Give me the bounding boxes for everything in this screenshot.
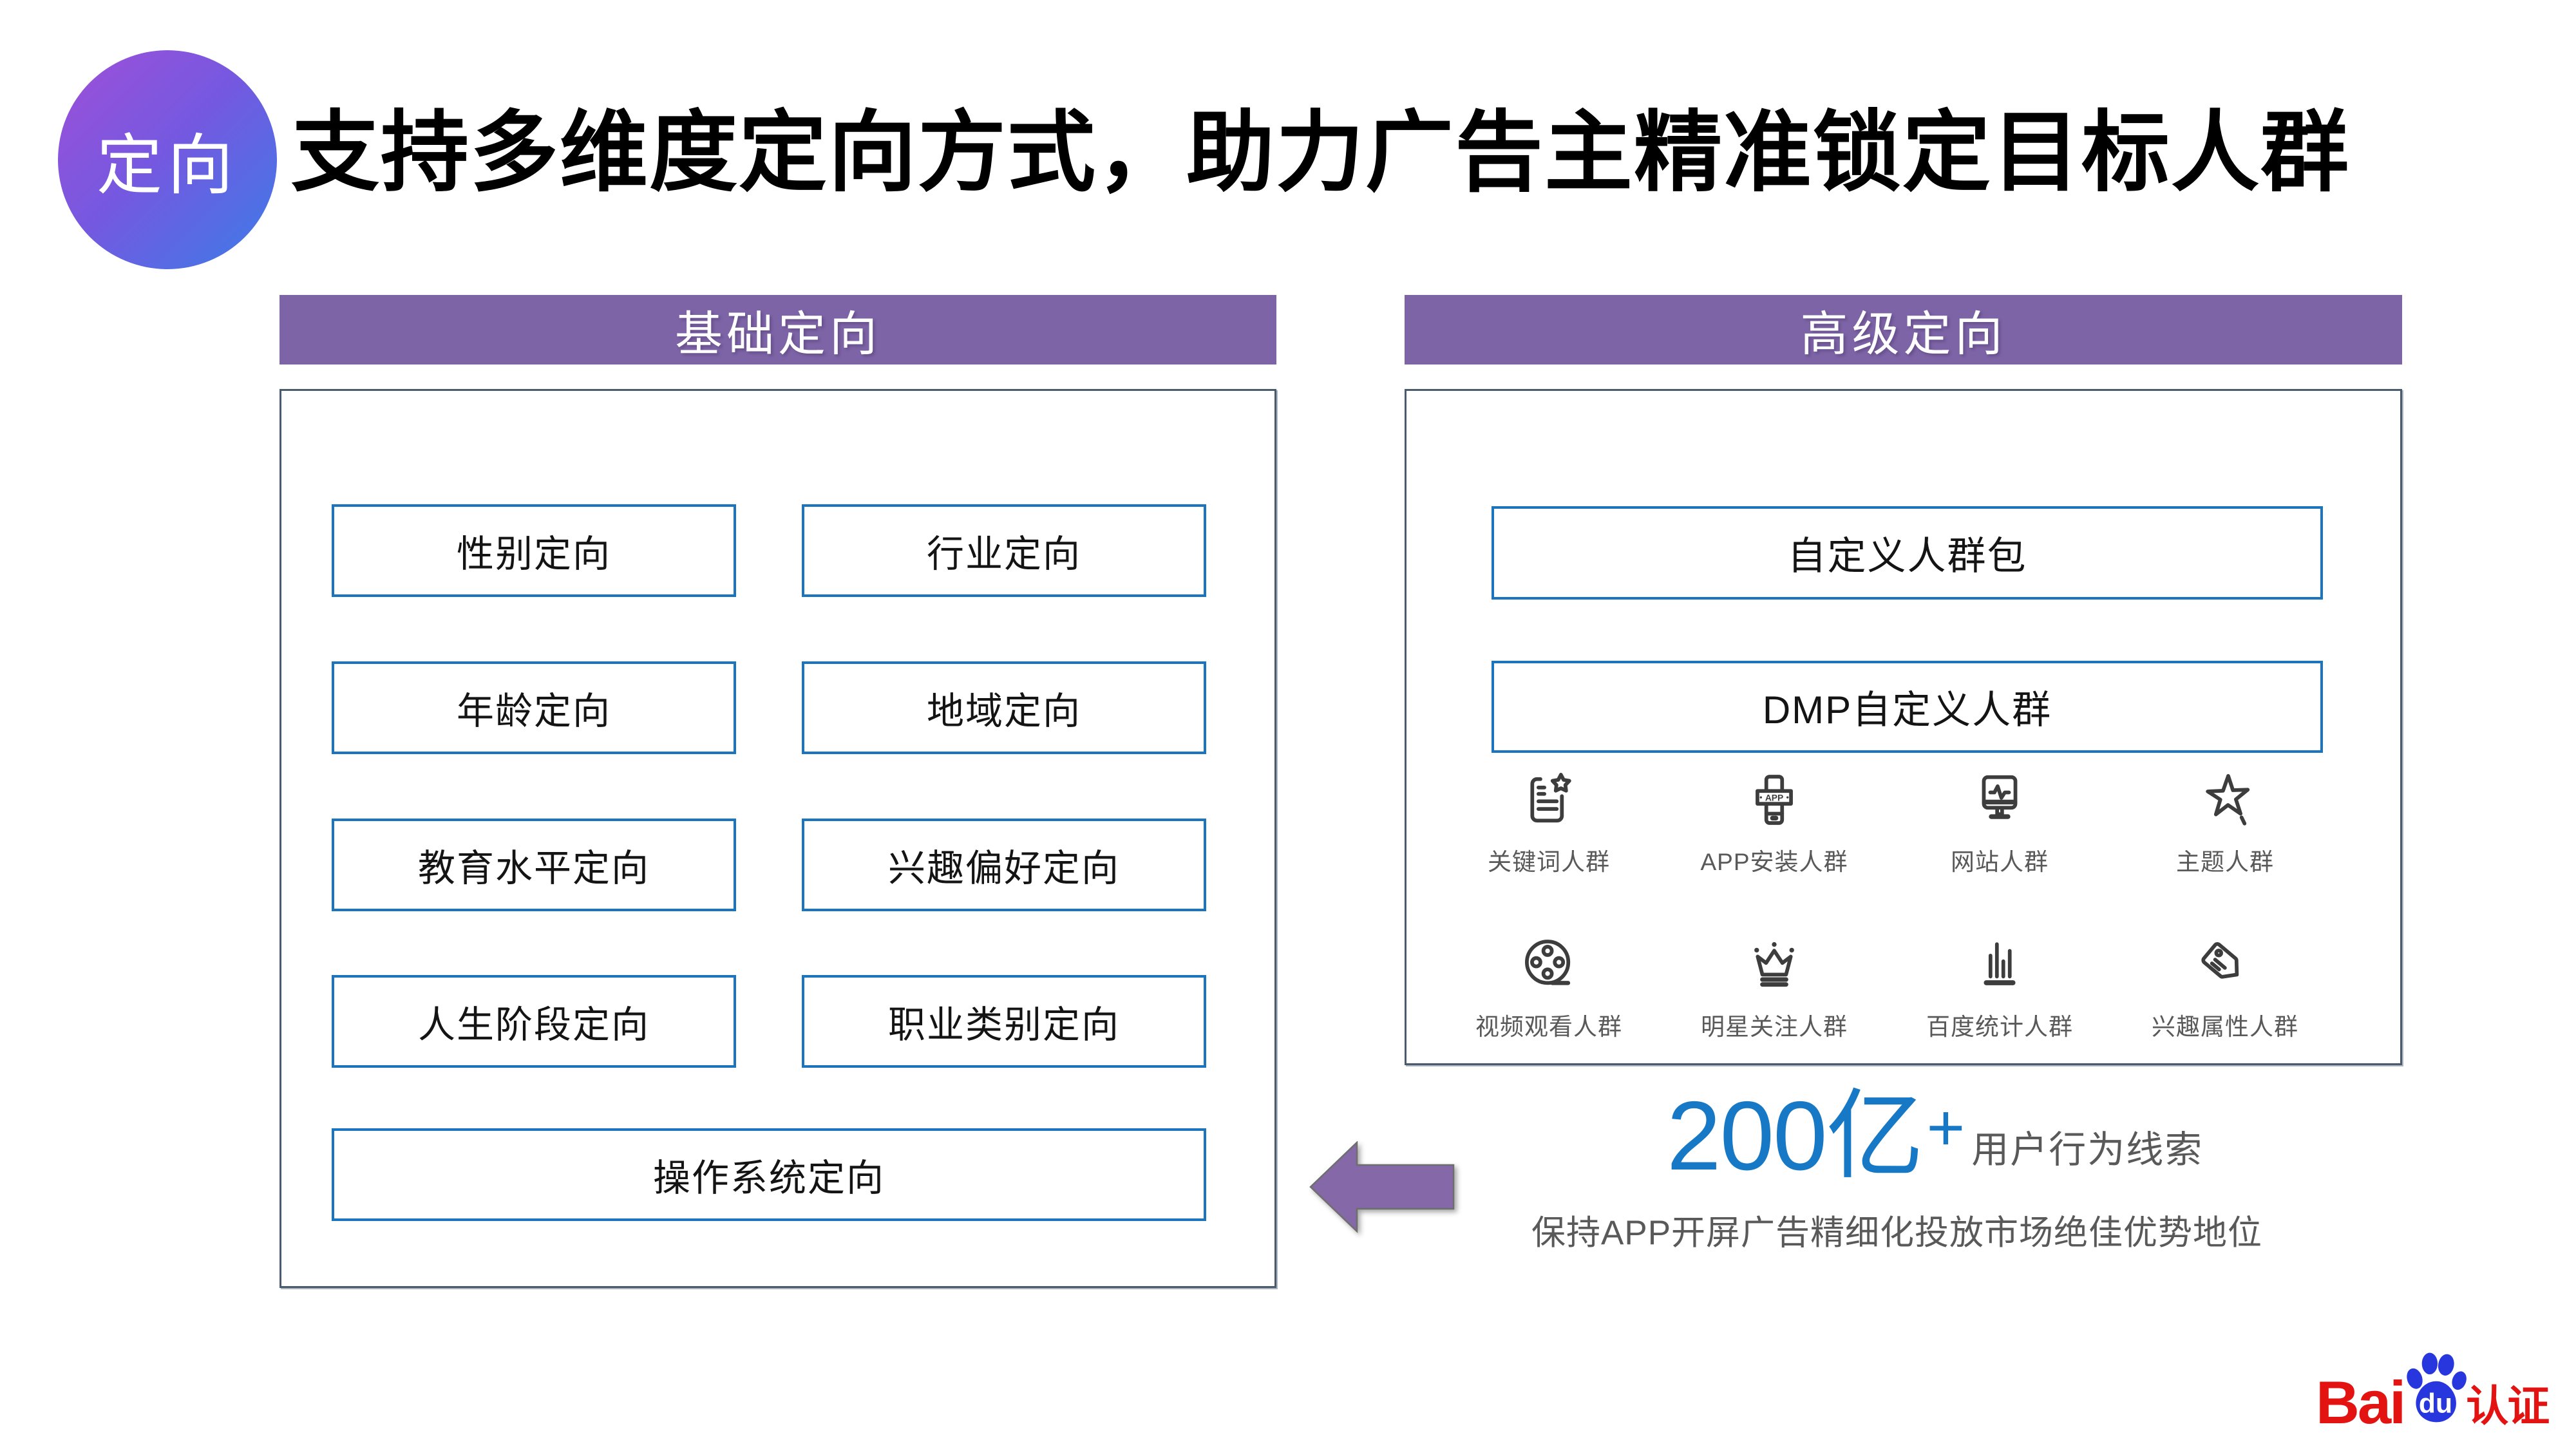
stat-suffix: 用户行为线索 <box>1971 1129 2204 1171</box>
icon-label: 网站人群 <box>1951 849 2049 875</box>
advanced-icon-grid: 关键词人群 APP APP安装人群 网站人群 <box>1436 770 2338 1042</box>
targeting-box-interest: 兴趣偏好定向 <box>802 819 1206 911</box>
targeting-box-education: 教育水平定向 <box>332 819 736 911</box>
left-arrow-shape <box>1309 1141 1455 1233</box>
icon-label: 主题人群 <box>2176 849 2274 875</box>
website-monitor-icon <box>1982 775 2018 819</box>
advanced-targeting-header: 高级定向 <box>1405 295 2402 365</box>
advanced-header-label: 高级定向 <box>1800 307 2007 361</box>
stats-bars-icon <box>1984 942 2016 985</box>
targeting-box-age: 年龄定向 <box>332 661 736 754</box>
badge-label: 定向 <box>97 128 238 202</box>
icon-label: APP安装人群 <box>1700 849 1848 875</box>
targeting-box-gender: 性别定向 <box>332 504 736 597</box>
video-reel-icon <box>1525 940 1571 985</box>
baidu-cert-logo: Bai du 认证 <box>2316 1351 2550 1436</box>
icon-cell-theme: 主题人群 <box>2112 770 2338 877</box>
icon-cell-video: 视频观看人群 <box>1436 935 1662 1042</box>
targeting-box-region: 地域定向 <box>802 661 1206 754</box>
icon-label: 关键词人群 <box>1488 849 1610 875</box>
baidu-logo-text-cert: 认证 <box>2466 1382 2550 1430</box>
tag-icon <box>2201 942 2239 979</box>
targeting-box-occupation: 职业类别定向 <box>802 975 1206 1068</box>
icon-cell-app-install: APP APP安装人群 <box>1662 770 1887 877</box>
targeting-box-lifestage: 人生阶段定向 <box>332 975 736 1068</box>
icon-label: 百度统计人群 <box>1926 1014 2073 1040</box>
stat-line: 200亿 + 用户行为线索 <box>1667 1081 2204 1191</box>
basic-targeting-header: 基础定向 <box>279 295 1276 365</box>
icon-label: 兴趣属性人群 <box>2152 1014 2298 1040</box>
icon-cell-website: 网站人群 <box>1887 770 2112 877</box>
baidu-paw-icon: du <box>2407 1352 2467 1423</box>
icon-cell-celebrity: 明星关注人群 <box>1662 935 1887 1042</box>
icon-cell-keyword: 关键词人群 <box>1436 770 1662 877</box>
stat-number: 200亿 <box>1667 1081 1924 1191</box>
targeting-box-custom-audience: 自定义人群包 <box>1492 506 2323 600</box>
baidu-logo-text-du: du <box>2419 1388 2452 1419</box>
targeting-box-os: 操作系统定向 <box>332 1128 1206 1221</box>
keyword-doc-icon <box>1530 773 1571 823</box>
icon-cell-interest-attr: 兴趣属性人群 <box>2112 935 2338 1042</box>
page-title: 支持多维度定向方式，助力广告主精准锁定目标人群 <box>291 104 2351 202</box>
basic-header-label: 基础定向 <box>675 307 881 361</box>
targeting-badge: 定向 <box>58 50 277 269</box>
icon-label: 明星关注人群 <box>1701 1014 1848 1040</box>
app-install-icon: APP <box>1756 775 1793 825</box>
targeting-box-dmp-audience: DMP自定义人群 <box>1492 661 2323 753</box>
targeting-box-industry: 行业定向 <box>802 504 1206 597</box>
icon-cell-tongji: 百度统计人群 <box>1887 935 2112 1042</box>
baidu-logo-text-bai: Bai <box>2316 1368 2406 1436</box>
crown-icon <box>1754 942 1794 987</box>
icon-label: 视频观看人群 <box>1475 1014 1622 1040</box>
theme-star-icon <box>2206 773 2250 826</box>
stat-description: 保持APP开屏广告精细化投放市场绝佳优势地位 <box>1531 1214 2263 1252</box>
stat-plus: + <box>1926 1091 1965 1165</box>
svg-text:APP: APP <box>1765 793 1783 803</box>
